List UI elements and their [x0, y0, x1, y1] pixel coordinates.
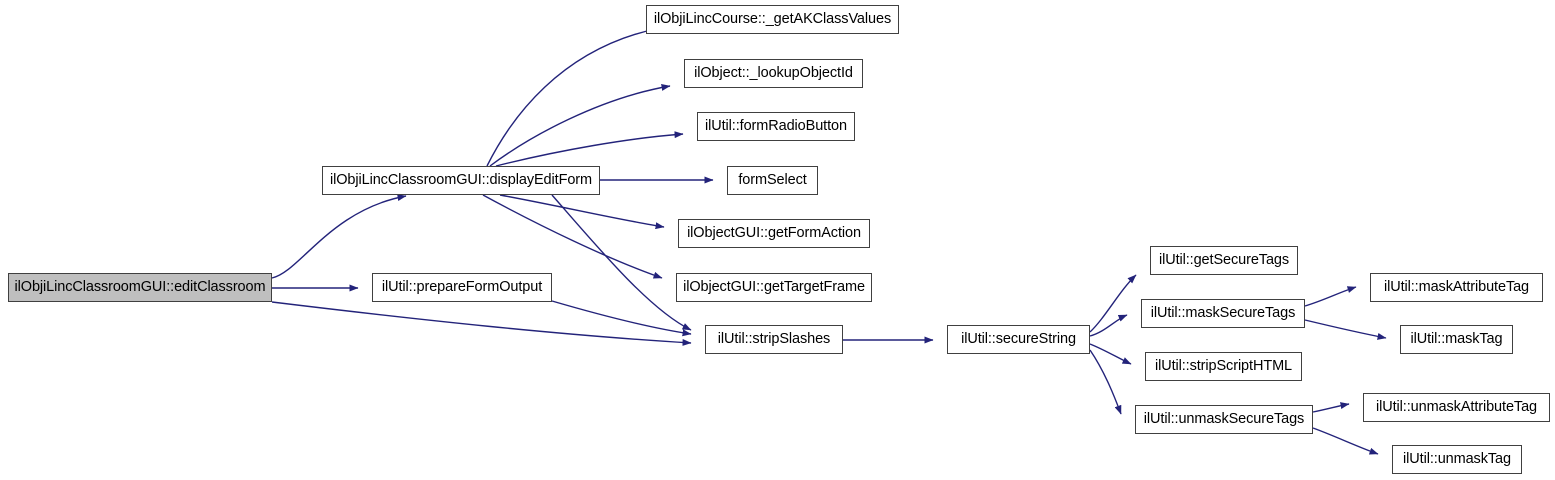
graph-node-formRadioButton[interactable]: ilUtil::formRadioButton [697, 112, 855, 141]
graph-node-unmaskSecureTags[interactable]: ilUtil::unmaskSecureTags [1135, 405, 1313, 434]
graph-node-stripSlashes[interactable]: ilUtil::stripSlashes [705, 325, 843, 354]
call-edge-maskSecureTags-to-maskAttributeTag [1304, 286, 1357, 307]
graph-node-formSelect[interactable]: formSelect [727, 166, 818, 195]
call-edge-displayEditForm-to-getAKClassValues [486, 26, 661, 167]
call-edge-prepareFormOutput-to-stripSlashes [551, 300, 692, 337]
graph-node-getTargetFrame[interactable]: ilObjectGUI::getTargetFrame [676, 273, 872, 302]
call-edge-maskSecureTags-to-maskTag [1304, 319, 1387, 340]
call-edge-displayEditForm-to-getFormAction [499, 194, 665, 230]
graph-node-lookupObjectId[interactable]: ilObject::_lookupObjectId [684, 59, 863, 88]
graph-node-stripScriptHTML[interactable]: ilUtil::stripScriptHTML [1145, 352, 1302, 381]
call-edge-editClassroom-to-stripSlashes [271, 301, 692, 346]
graph-node-editClassroom[interactable]: ilObjiLincClassroomGUI::editClassroom [8, 273, 272, 302]
call-edge-displayEditForm-to-lookupObjectId [489, 83, 671, 167]
call-edge-secureString-to-maskSecureTags [1089, 314, 1128, 337]
graph-node-getSecureTags[interactable]: ilUtil::getSecureTags [1150, 246, 1298, 275]
call-edge-displayEditForm-to-stripSlashes [551, 194, 692, 331]
call-edge-displayEditForm-to-formRadioButton [495, 131, 684, 167]
graph-node-getFormAction[interactable]: ilObjectGUI::getFormAction [678, 219, 870, 248]
call-edge-unmaskSecureTags-to-unmaskAttributeTag [1312, 402, 1350, 413]
graph-node-maskTag[interactable]: ilUtil::maskTag [1400, 325, 1513, 354]
call-edge-secureString-to-stripScriptHTML [1089, 343, 1132, 365]
graph-node-maskAttributeTag[interactable]: ilUtil::maskAttributeTag [1370, 273, 1543, 302]
graph-node-unmaskAttributeTag[interactable]: ilUtil::unmaskAttributeTag [1363, 393, 1550, 422]
call-edge-editClassroom-to-displayEditForm [271, 194, 407, 279]
graph-node-getAKClassValues[interactable]: ilObjiLincCourse::_getAKClassValues [646, 5, 899, 34]
graph-node-displayEditForm[interactable]: ilObjiLincClassroomGUI::displayEditForm [322, 166, 600, 195]
call-edge-secureString-to-unmaskSecureTags [1089, 349, 1122, 415]
call-edge-unmaskSecureTags-to-unmaskTag [1312, 427, 1379, 455]
graph-node-prepareFormOutput[interactable]: ilUtil::prepareFormOutput [372, 273, 552, 302]
graph-node-unmaskTag[interactable]: ilUtil::unmaskTag [1392, 445, 1522, 474]
call-edge-displayEditForm-to-getTargetFrame [482, 194, 663, 279]
graph-node-maskSecureTags[interactable]: ilUtil::maskSecureTags [1141, 299, 1305, 328]
call-edge-secureString-to-getSecureTags [1089, 274, 1137, 333]
graph-node-secureString[interactable]: ilUtil::secureString [947, 325, 1090, 354]
